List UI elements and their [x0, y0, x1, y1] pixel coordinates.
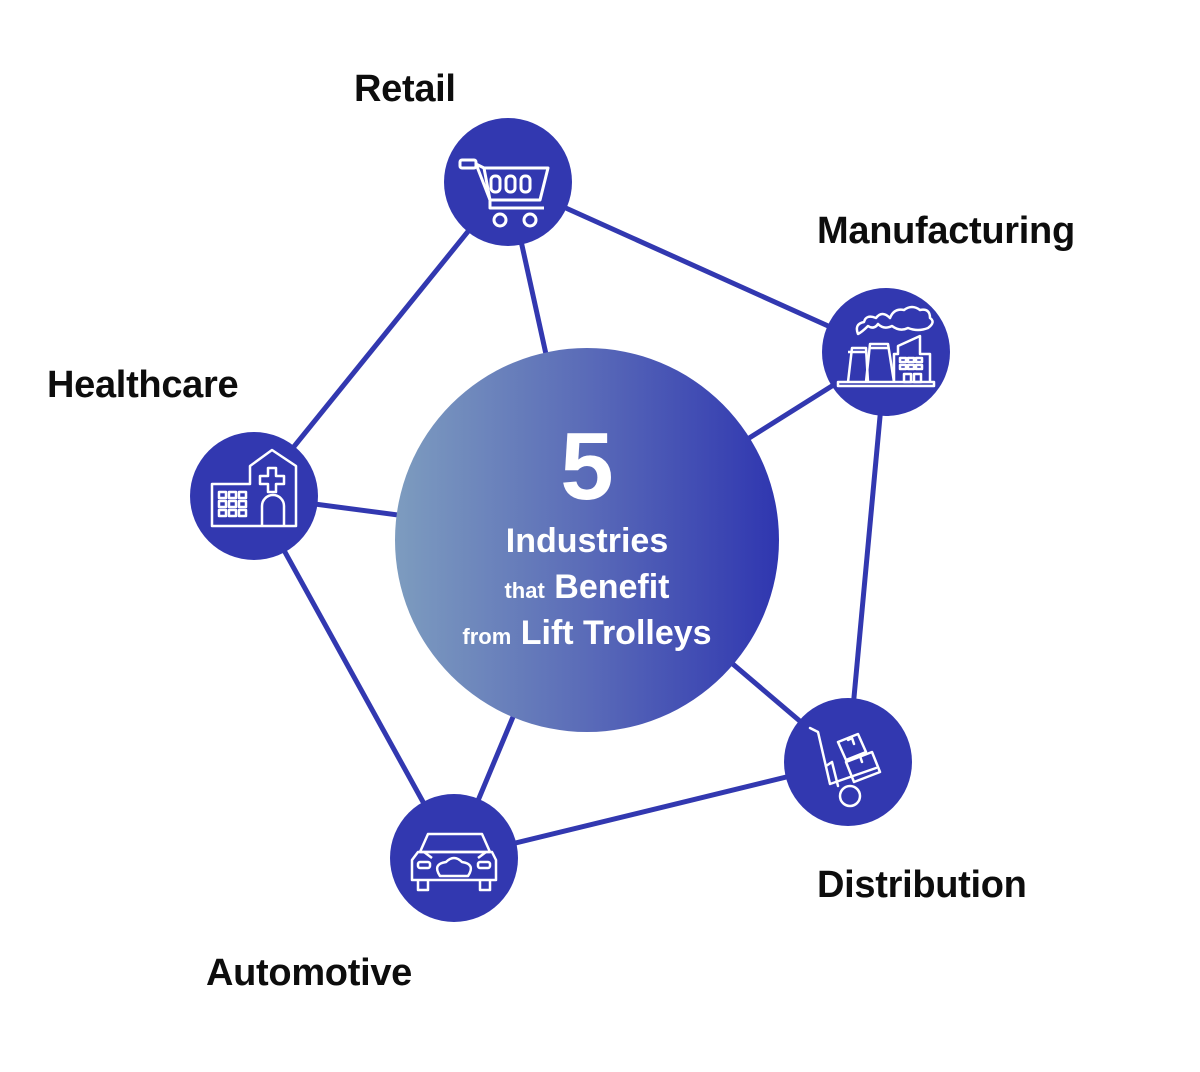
title-line-lift-trolleys: from Lift Trolleys	[462, 611, 711, 657]
hospital-icon	[210, 448, 298, 528]
industry-count: 5	[560, 413, 614, 521]
center-circle	[395, 348, 779, 732]
title-word-lift-trolleys: Lift Trolleys	[520, 613, 712, 652]
center-title: 5 Industries that Benefit from Lift Trol…	[395, 348, 779, 732]
label-distribution: Distribution	[817, 864, 1027, 906]
title-word-benefit: Benefit	[554, 568, 670, 607]
title-word-from: from	[462, 623, 512, 649]
line-manufacturing-distribution	[845, 351, 889, 763]
label-retail: Retail	[354, 68, 456, 110]
node-manufacturing	[822, 288, 950, 416]
node-distribution	[784, 698, 912, 826]
label-healthcare: Healthcare	[47, 364, 239, 406]
title-line-industries: Industries	[505, 522, 669, 561]
node-retail	[444, 118, 572, 246]
hand-truck-icon	[808, 726, 882, 808]
title-word-that: that	[504, 578, 545, 604]
node-healthcare	[190, 432, 318, 560]
shopping-cart-icon	[458, 158, 550, 228]
line-automotive-healthcare	[251, 494, 457, 860]
node-automotive	[390, 794, 518, 922]
line-healthcare-retail	[252, 180, 510, 498]
car-icon	[410, 832, 498, 892]
line-retail-manufacturing	[506, 179, 888, 355]
line-distribution-automotive	[453, 759, 849, 861]
label-manufacturing: Manufacturing	[817, 210, 1075, 252]
title-line-benefit: that Benefit	[504, 565, 669, 611]
label-automotive: Automotive	[206, 952, 413, 994]
factory-icon	[836, 305, 936, 388]
